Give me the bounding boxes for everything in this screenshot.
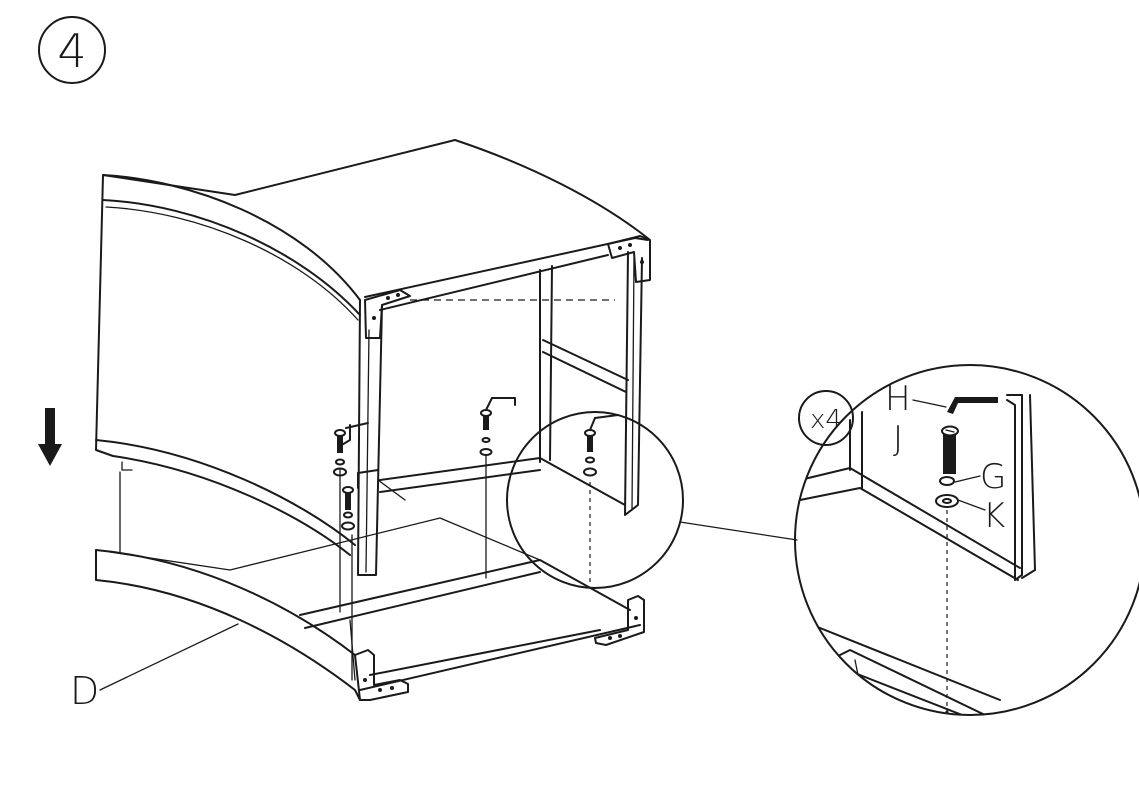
leader-h — [912, 399, 947, 408]
label-j: J — [893, 419, 903, 459]
quantity-badge: x4 — [798, 390, 854, 446]
step-number: 4 — [57, 24, 86, 78]
label-h: H — [885, 379, 911, 419]
leader-g — [954, 475, 981, 483]
quantity-text: x4 — [810, 405, 842, 435]
screw-icon — [587, 432, 593, 452]
detail-source-circle — [506, 411, 684, 589]
step-badge: 4 — [38, 16, 106, 84]
screw-icon — [345, 490, 351, 510]
hex-key-icon — [947, 397, 998, 414]
washer-icon — [939, 476, 955, 486]
bracket-bottom-left — [354, 649, 409, 701]
bracket-top-right — [607, 235, 651, 283]
detail-connector — [679, 521, 798, 541]
cabinet-body — [95, 139, 651, 576]
screw-icon — [941, 425, 959, 474]
quantity-circle — [798, 390, 854, 446]
washer-icon — [335, 458, 345, 466]
label-g: G — [980, 457, 1006, 497]
fastener-set-1 — [333, 422, 369, 477]
label-k: K — [983, 496, 1005, 536]
hex-key-icon — [357, 469, 379, 474]
label-d: D — [70, 669, 99, 713]
hex-key-icon — [594, 414, 619, 419]
screw-icon — [483, 412, 489, 430]
hex-key-icon — [339, 424, 351, 447]
base-frame-d — [95, 517, 645, 701]
leader-d — [99, 623, 239, 691]
fastener-set-2 — [341, 469, 379, 531]
washer-icon — [585, 456, 595, 464]
washer-icon — [935, 494, 959, 508]
washer-icon — [481, 437, 491, 443]
detail-zoom — [794, 364, 1139, 716]
fastener-set-4 — [583, 414, 619, 477]
bracket-top-left — [364, 289, 411, 339]
bracket-bottom-right — [594, 595, 645, 646]
hex-key-icon — [491, 397, 516, 406]
screw-icon — [337, 433, 343, 453]
detail-zoom-circle — [794, 364, 1139, 716]
step-circle — [38, 16, 106, 84]
down-arrow-icon — [38, 408, 62, 466]
fastener-set-3 — [479, 397, 516, 456]
leader-k — [957, 499, 986, 511]
washer-icon — [343, 511, 353, 519]
